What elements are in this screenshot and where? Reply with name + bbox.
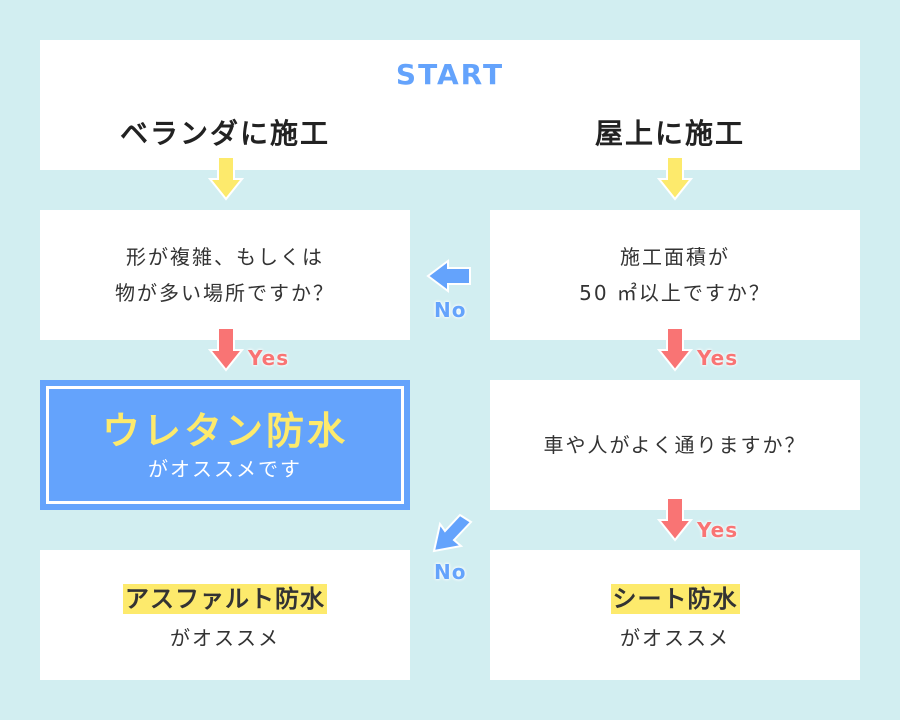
branch-veranda: ベランダに施工 [120, 117, 331, 150]
arrow-down-red [208, 327, 244, 372]
question-line: 施工面積が [620, 245, 730, 269]
question-line: 車や人がよく通りますか？ [543, 433, 807, 457]
arrow-down-yellow-left [208, 156, 244, 201]
result-title: シート防水 [610, 579, 740, 614]
result-sub: がオススメ [170, 626, 280, 650]
result-sub: がオススメ [620, 626, 730, 650]
result-title: アスファルト防水 [123, 579, 327, 614]
question-line: 50 ㎡以上ですか？ [579, 281, 771, 305]
question-area: 施工面積が 50 ㎡以上ですか？ [490, 210, 860, 340]
question-line: 形が複雑、もしくは [126, 245, 324, 269]
question-complex-shape: 形が複雑、もしくは 物が多い場所ですか？ [40, 210, 410, 340]
no-label: No [434, 298, 467, 322]
result-asphalt: アスファルト防水 がオススメ [40, 550, 410, 680]
arrow-diagonal-blue [432, 513, 473, 553]
arrow-down-yellow-right [657, 156, 693, 201]
start-label: START [395, 58, 505, 91]
branch-rooftop: 屋上に施工 [595, 117, 746, 150]
yes-label: Yes [697, 518, 739, 542]
result-sub: がオススメです [148, 456, 302, 481]
yes-label: Yes [697, 346, 739, 370]
result-title: ウレタン防水 [101, 408, 348, 453]
yes-label: Yes [248, 346, 290, 370]
arrow-down-red [657, 497, 693, 542]
no-label: No [434, 560, 467, 584]
start-box [40, 40, 860, 170]
question-traffic: 車や人がよく通りますか？ [490, 380, 860, 510]
result-urethane: ウレタン防水 がオススメです [40, 380, 410, 510]
arrow-left-blue [426, 259, 471, 293]
arrow-down-red [657, 327, 693, 372]
result-sheet: シート防水 がオススメ [490, 550, 860, 680]
question-line: 物が多い場所ですか？ [115, 281, 335, 305]
